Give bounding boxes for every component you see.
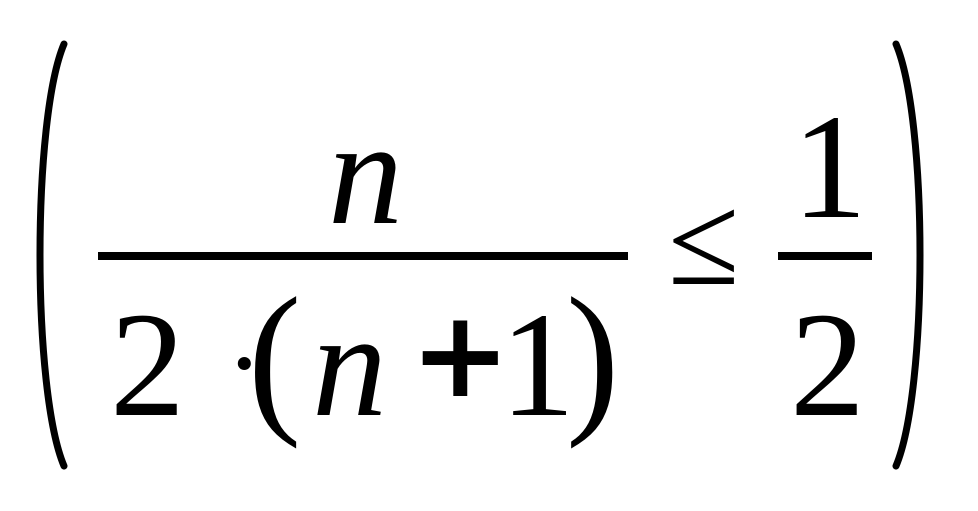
right-numerator: 1 (792, 84, 867, 250)
right-denominator: 2 (790, 282, 865, 448)
left-numerator: n (328, 90, 403, 256)
right-fraction-bar (778, 252, 872, 260)
denominator-variable: n (312, 282, 387, 448)
inner-left-parenthesis: ( (248, 262, 302, 450)
left-fraction-bar (98, 252, 628, 260)
less-than-or-equal-sign: ≤ (668, 169, 740, 313)
inner-right-parenthesis: ) (566, 262, 620, 450)
denominator-coefficient: 2 (110, 282, 185, 448)
plus-sign: + (410, 286, 511, 425)
denominator-constant: 1 (500, 282, 575, 448)
outer-left-parenthesis (36, 40, 68, 470)
outer-right-parenthesis (892, 40, 924, 470)
multiplication-dot: · (226, 302, 263, 424)
